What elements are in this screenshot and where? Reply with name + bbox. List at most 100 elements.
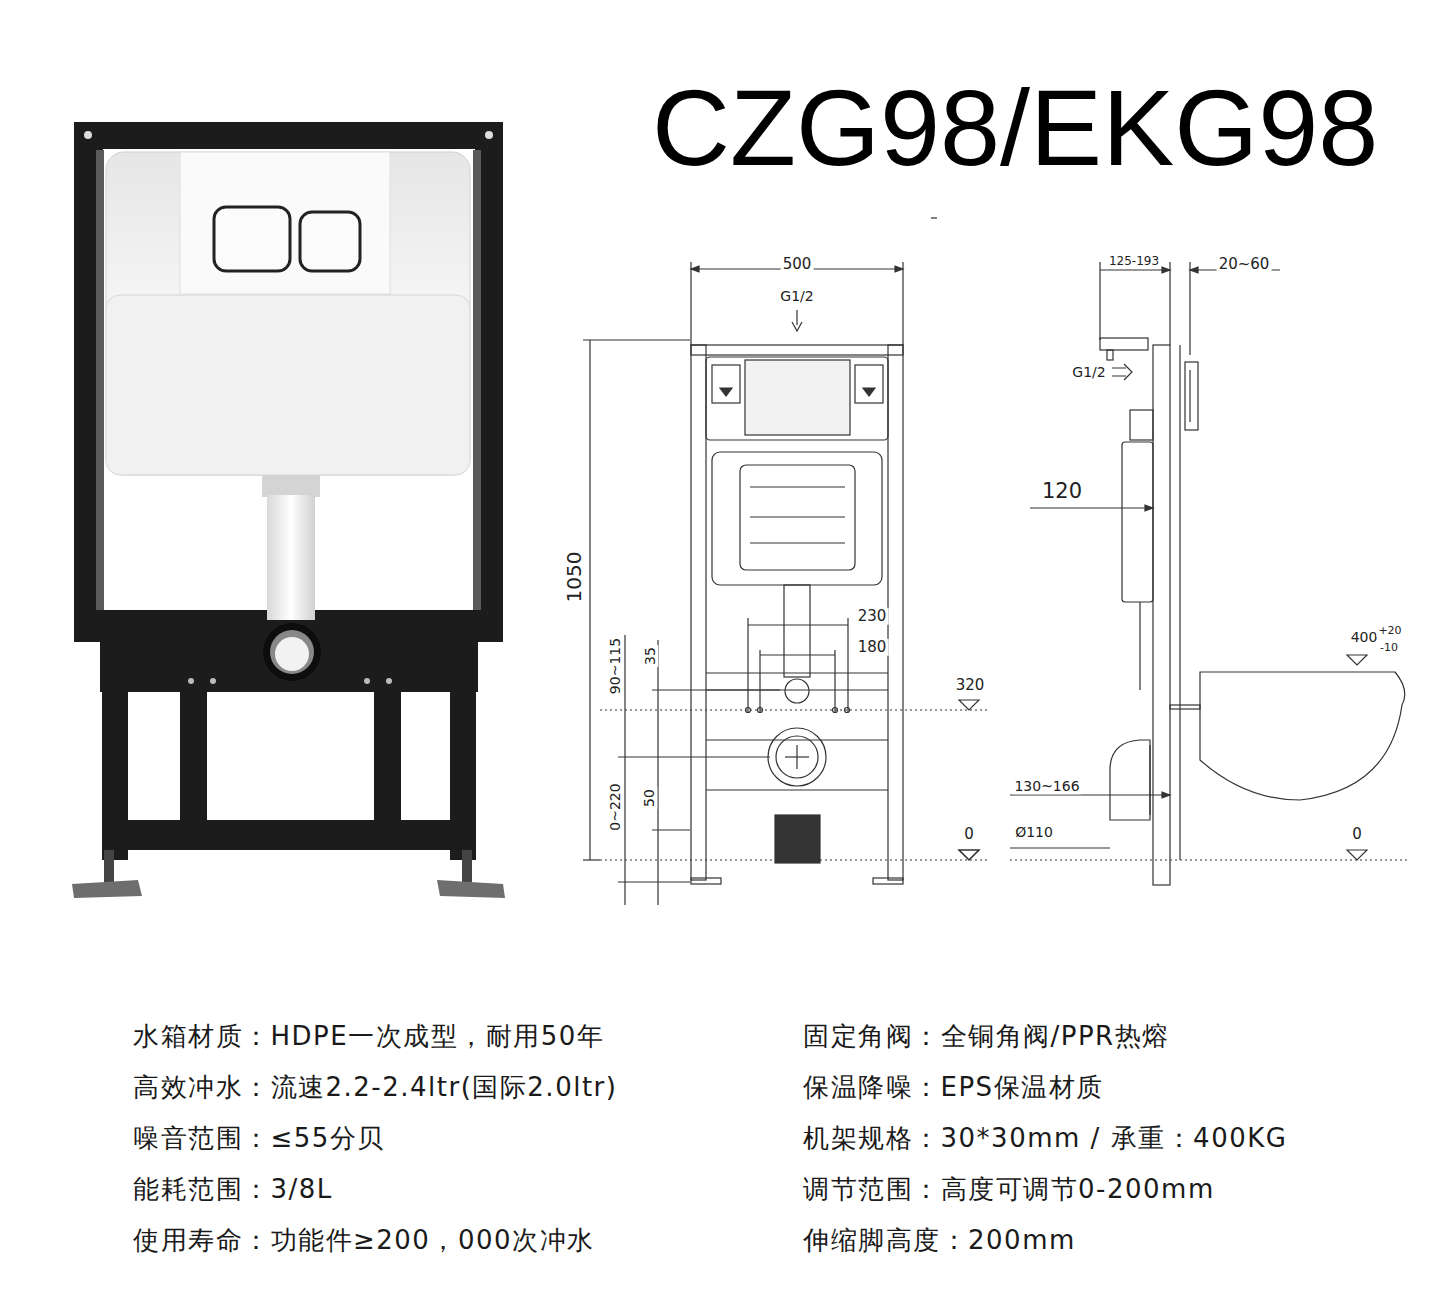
spec-line: 伸缩脚高度：200mm: [803, 1225, 1076, 1256]
cistern-photo-part: [300, 212, 360, 271]
cistern-photo-part: [263, 623, 321, 681]
front-view-drawing-part: [618, 881, 690, 882]
front-view-drawing-part: [760, 654, 835, 655]
front-view-drawing-part: [784, 585, 810, 677]
side-view-drawing-part: [1200, 672, 1405, 800]
front-view-drawing-part: [959, 700, 979, 860]
cistern-photo-part: [262, 475, 320, 497]
front-view-drawing-part: [712, 452, 882, 585]
front-view-drawing-part: [834, 650, 835, 712]
front-view-drawing-part: [657, 640, 658, 905]
dimension-label: 230: [856, 608, 889, 625]
spec-line: 保温降噪：EPS保温材质: [803, 1072, 1104, 1103]
front-view-drawing-part: [720, 388, 875, 396]
dimension-label: -10: [1378, 642, 1400, 654]
front-view-drawing-part: [759, 650, 760, 712]
dimension-label: 90~115: [608, 636, 623, 696]
front-view-drawing-part: [618, 756, 770, 757]
front-view-drawing-part: [690, 262, 691, 345]
front-view-drawing-part: [706, 739, 888, 740]
side-view-drawing-part: [1122, 442, 1153, 602]
dimension-label: G1/2: [778, 289, 815, 304]
front-view-drawing-part: [847, 618, 848, 712]
frame-photo-part: [74, 122, 103, 642]
frame-photo: [72, 122, 505, 898]
front-view-drawing-part: [745, 360, 850, 435]
dimension-label: Ø110: [1013, 825, 1055, 840]
front-view-drawing-part: [775, 815, 820, 863]
front-view-drawing-part: [785, 679, 809, 703]
dimension-label: 35: [643, 645, 658, 667]
front-view-drawing-part: [776, 736, 818, 778]
cistern-photo-part: [106, 295, 470, 475]
side-view-drawing-part: [1100, 269, 1170, 270]
cistern-photo-part: [106, 152, 470, 475]
minor-mark: [931, 217, 937, 219]
side-view-drawing-part: [1100, 338, 1148, 350]
dimension-label: 0~220: [608, 781, 623, 832]
front-view-drawing-part: [583, 859, 600, 860]
dimension-label: 180: [856, 639, 889, 656]
side-view-drawing-part: [1185, 362, 1198, 430]
front-view-drawing-part: [902, 262, 903, 345]
side-view-drawing-part: [1169, 262, 1170, 345]
side-view-drawing-part: [1107, 350, 1113, 360]
front-view-drawing-part: [624, 635, 625, 905]
dimension-label: 400: [1349, 630, 1380, 645]
front-view-drawing-part: [750, 542, 845, 543]
front-view-drawing: [583, 262, 990, 905]
frame-photo-part: [188, 678, 194, 684]
front-view-drawing-part: [691, 878, 721, 884]
spec-line: 机架规格：30*30mm / 承重：400KG: [803, 1123, 1287, 1154]
dimension-label: +20: [1376, 625, 1403, 637]
front-view-drawing-part: [740, 465, 855, 570]
frame-photo-part: [84, 131, 92, 139]
front-view-drawing-part: [796, 310, 797, 325]
dimension-label: 1050: [563, 550, 585, 605]
front-view-drawing-part: [888, 345, 903, 880]
dimension-label: G1/2: [1070, 365, 1107, 380]
dimension-label: 120: [1040, 480, 1084, 503]
frame-photo-part: [96, 150, 104, 610]
frame-photo-part: [74, 122, 503, 149]
front-view-drawing-part: [750, 486, 845, 487]
frame-photo-part: [100, 610, 478, 692]
cistern-photo: [106, 152, 470, 681]
side-view-drawing-part: [1149, 745, 1150, 815]
frame-photo-part: [364, 678, 370, 684]
spec-line: 高效冲水：流速2.2-2.4ltr(国际2.0ltr): [133, 1072, 617, 1103]
dimension-label: 0: [962, 826, 976, 843]
side-view-drawing-part: [1189, 262, 1190, 355]
frame-photo-part: [104, 850, 114, 882]
front-view-drawing-part: [748, 624, 848, 625]
spec-line: 调节范围：高度可调节0-200mm: [803, 1174, 1215, 1205]
side-view-drawing-part: [1010, 860, 1410, 861]
frame-photo-part: [180, 690, 207, 825]
side-view-drawing-part: [1162, 267, 1198, 273]
dimension-label: 320: [954, 677, 987, 694]
side-view-drawing-part: [1179, 345, 1180, 860]
side-view-drawing-part: [1162, 792, 1170, 798]
side-view-drawing-part: [1099, 262, 1100, 340]
frame-photo-part: [485, 131, 493, 139]
side-view-drawing-part: [1170, 705, 1200, 709]
frame-photo-part: [102, 820, 476, 850]
front-view-drawing-part: [747, 618, 748, 712]
frame-photo-part: [437, 880, 505, 898]
side-view-drawing-part: [1189, 370, 1190, 422]
dimension-label: 0: [1350, 826, 1364, 843]
front-view-drawing-part: [750, 516, 845, 517]
front-view-drawing-part: [691, 345, 903, 355]
front-view-drawing-part: [855, 365, 883, 403]
side-view-drawing-part: [1110, 740, 1150, 820]
side-view-drawing-part: [1010, 847, 1110, 848]
front-view-drawing-part: [652, 689, 780, 690]
cistern-photo-part: [275, 637, 309, 671]
spec-line: 能耗范围：3/8L: [133, 1174, 333, 1205]
cistern-photo-part: [270, 630, 314, 674]
frame-photo-part: [374, 690, 401, 825]
front-view-drawing-part: [712, 365, 740, 403]
dimension-label: 125-193: [1107, 255, 1161, 268]
front-view-drawing-part: [589, 340, 590, 860]
